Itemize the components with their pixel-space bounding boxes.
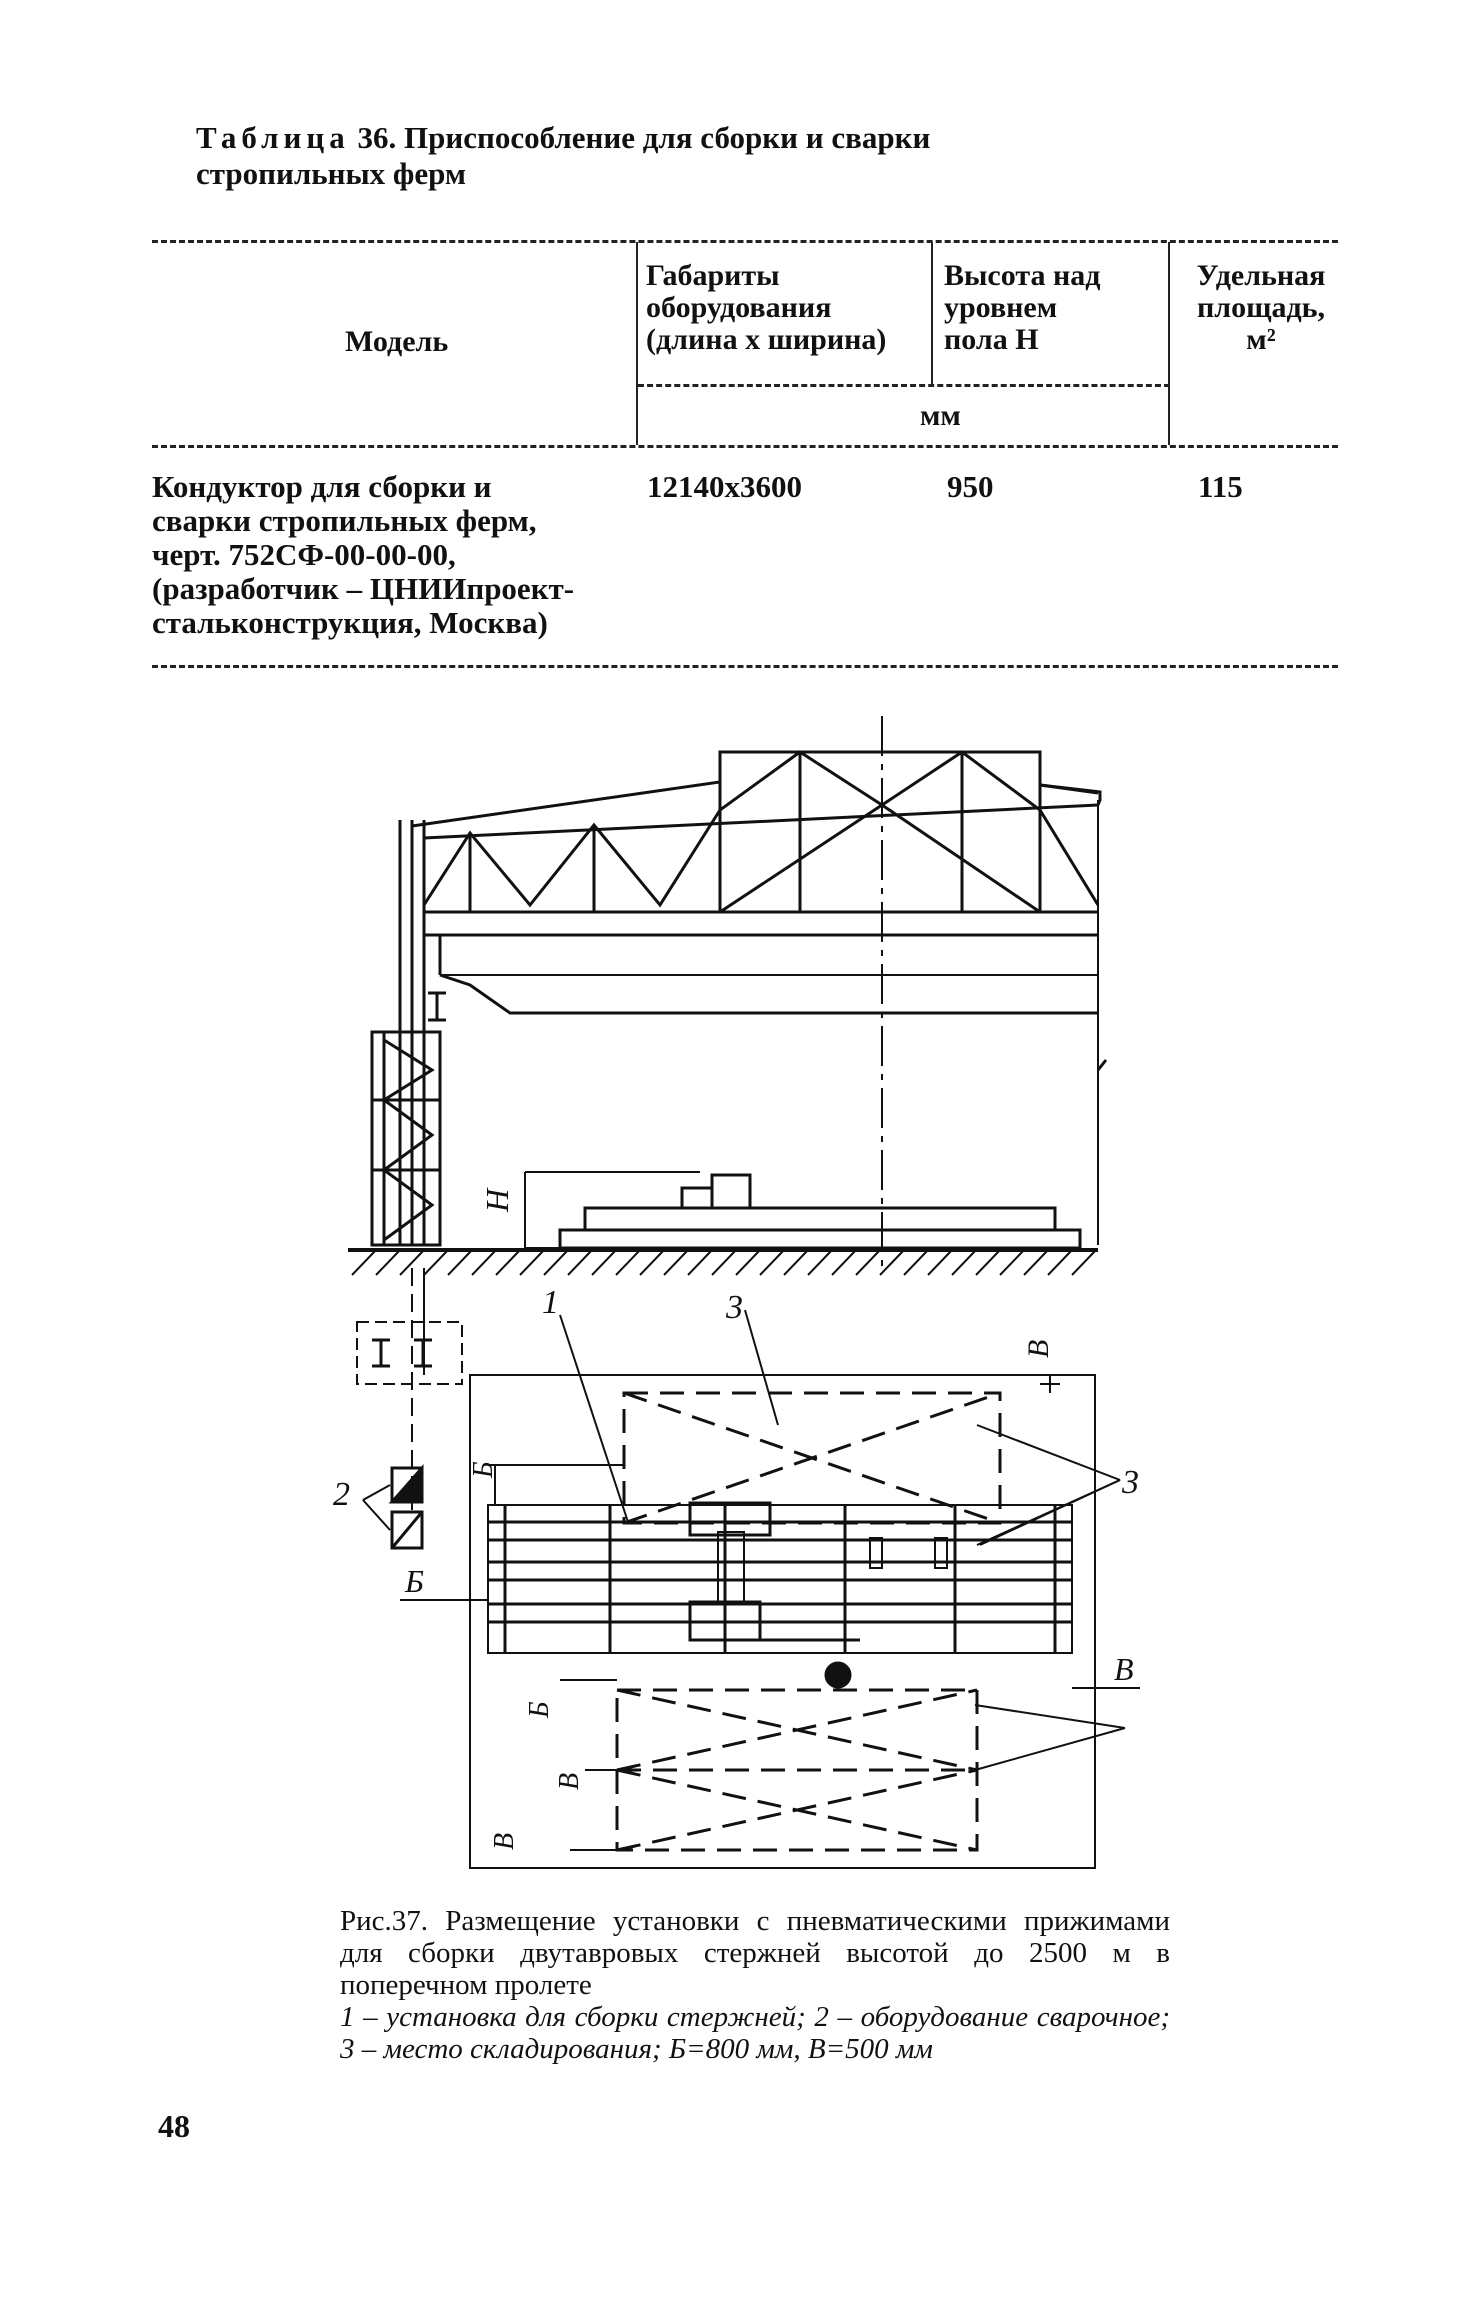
roof-truss [422,750,1100,914]
row-model: Кондуктор для сборки и сварки стропильны… [152,470,632,640]
label-be-left: Б [404,1563,424,1599]
header-height-line-1: Высота над [944,259,1101,292]
label-b-right: В [1114,1651,1134,1687]
label-be-top: Б [468,1461,499,1479]
roof-top-chord [411,750,1102,828]
table-col-divider-1 [636,242,638,445]
table-bottom-rule [152,665,1338,668]
page-number: 48 [158,2108,190,2144]
roof-right-step [1039,783,1099,795]
label-b-mid: В [554,1773,585,1790]
table-col-divider-2 [931,242,933,384]
row-model-line-4: (разработчик – ЦНИИпроект- [152,571,575,606]
assembly-unit-plan [487,1501,1073,1689]
table-title-word: Таблица [196,120,350,155]
plan-boundary [469,1374,1096,1869]
header-dimensions: Габариты оборудования (длина х ширина) [646,260,926,356]
row-model-line-2: сварки стропильных ферм, [152,503,537,538]
row-height: 950 [947,469,994,504]
label-b-bottom: В [489,1833,520,1850]
header-dimensions-line-2: оборудования [646,291,832,324]
label-h: H [479,1187,515,1213]
figure-caption-legend: 1 – установка для сборки стержней; 2 – о… [340,2001,1170,2065]
row-area: 115 [1198,469,1243,504]
jig-elevation [524,1171,1082,1250]
welding-tower [370,1030,442,1247]
row-model-line-3: черт. 752СФ-00-00-00, [152,537,456,572]
header-area-line-2: площадь, [1197,291,1325,324]
label-three-top: 3 [725,1289,743,1326]
table-top-rule [152,240,1338,243]
ground-hatch [348,1248,1098,1276]
header-height: Высота над уровнем пола H [944,260,1164,356]
leader-lines [362,1309,1140,1851]
header-area-line-3: м² [1246,323,1276,356]
header-area-line-1: Удельная [1196,259,1326,292]
header-area: Удельная площадь, м² [1176,260,1346,356]
storage-area-bottom [615,1688,979,1852]
label-two: 2 [333,1476,350,1513]
crane-girder [422,933,1098,1015]
header-height-line-2: уровнем [944,291,1058,324]
label-three-bottom: 3 [1121,1464,1139,1501]
label-be-bottom: Б [524,1701,555,1719]
label-b-top: В [1022,1340,1055,1358]
header-dimensions-line-3: (длина х ширина) [646,323,887,356]
table-title-rest: 36. Приспособление для сборки и сварки [349,120,931,155]
table-title: Таблица 36. Приспособление для сборки и … [196,120,1196,192]
row-dimensions: 12140х3600 [647,469,802,504]
figure-drawing: 1 3 3 2 H В В В В Б Б Б [333,716,1140,1869]
header-unit: мм [920,399,961,432]
label-one: 1 [542,1284,559,1321]
table-unit-rule [638,384,1170,387]
column-right-break [1096,1059,1108,1071]
table-header-rule [152,445,1338,448]
header-model: Модель [345,325,449,358]
table-title-line2: стропильных ферм [196,156,467,191]
header-dimensions-line-1: Габариты [646,259,780,292]
figure-caption-title: Рис.37. Размещение установки с пневматич… [340,1905,1170,2001]
ibeam-symbol [428,991,446,1022]
storage-area-top [622,1391,1002,1525]
welding-equipment-plan [388,1464,424,1550]
row-model-line-5: стальконструкция, Москва) [152,605,548,640]
header-height-line-3: пола H [944,323,1039,356]
figure-caption: Рис.37. Размещение установки с пневматич… [340,1905,1170,2065]
plan-tower-dashed [356,1321,463,1385]
table-col-divider-3 [1168,242,1170,445]
row-model-line-1: Кондуктор для сборки и [152,469,492,504]
plan-ibeam-symbols [372,1338,432,1368]
